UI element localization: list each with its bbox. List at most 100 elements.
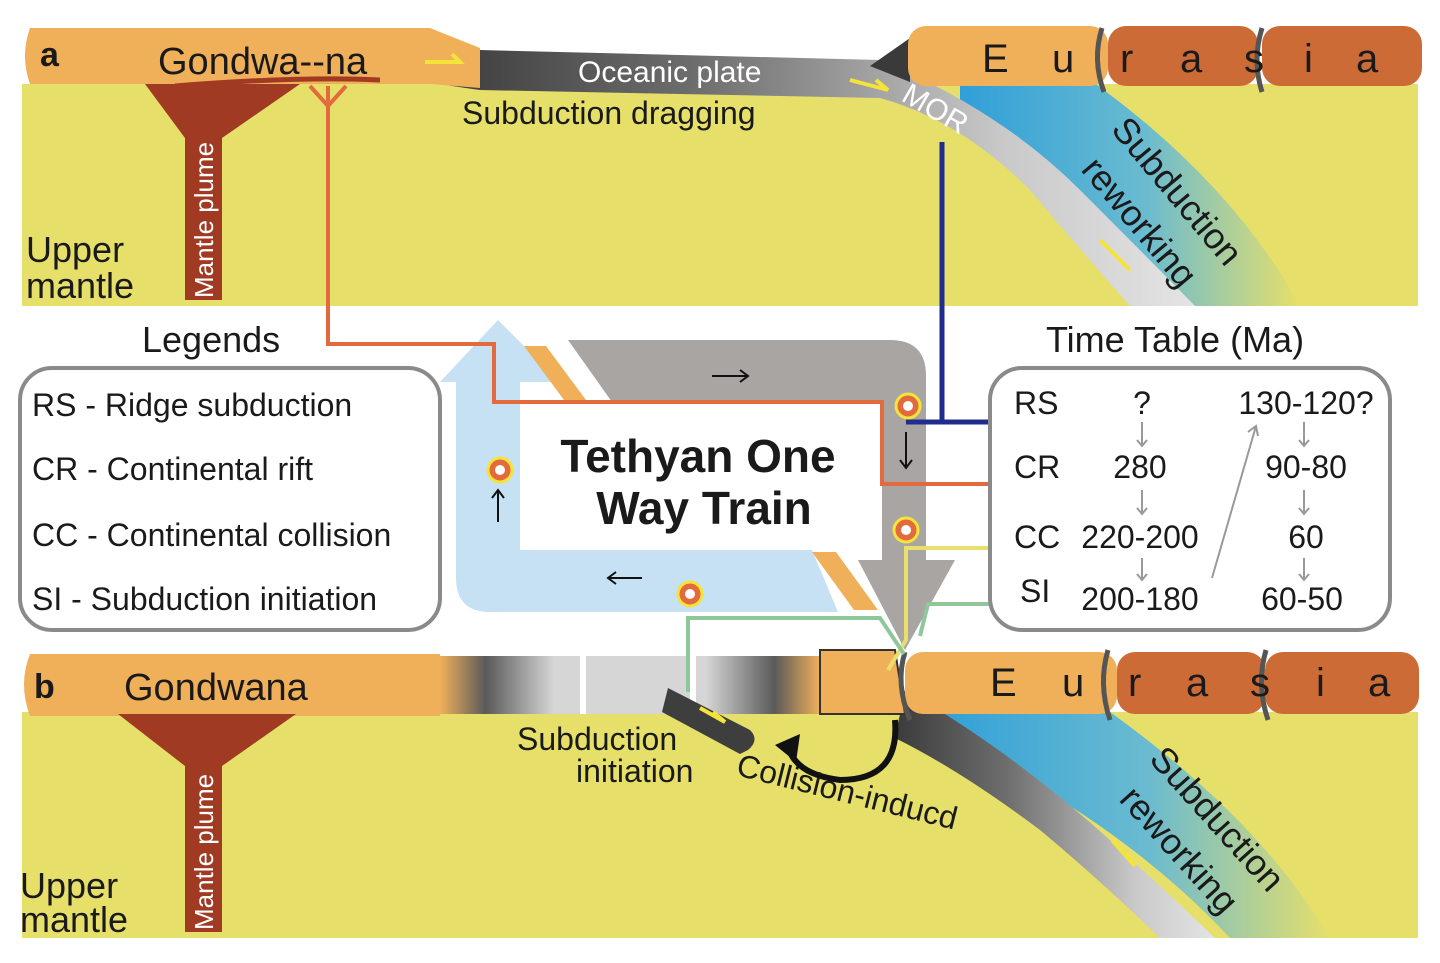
eurasia-label-a: E u r a s i a <box>982 37 1379 81</box>
legend-item: RS - Ridge subduction <box>32 387 352 423</box>
station-rs <box>894 392 922 420</box>
direction-arrow-up-icon <box>491 488 505 522</box>
suture-a1 <box>1094 27 1107 93</box>
oceanic-plate-a <box>430 30 1195 306</box>
timetable-col2: 90-80 <box>1265 449 1347 485</box>
eurasia-letter: s <box>1250 661 1270 705</box>
oceanic-plate-label: Oceanic plate <box>578 56 761 89</box>
panel-letter-b: b <box>34 668 55 706</box>
timetable-col1: 220-200 <box>1081 519 1198 555</box>
slab-wedge-a <box>960 70 1300 306</box>
arrow-down-icon <box>1298 422 1310 448</box>
mantle-plume-a <box>145 84 300 300</box>
station-cr <box>486 456 514 484</box>
timetable-col1: 280 <box>1113 449 1166 485</box>
stripe-orange-1 <box>524 346 586 400</box>
eurasia-letter: a <box>1180 37 1203 81</box>
eurasia-letter: E <box>990 661 1017 705</box>
eurasia-letter: u <box>1052 37 1074 81</box>
upper-mantle-b1: Upper <box>20 865 118 906</box>
new-slab-b <box>662 688 755 754</box>
eurasia-letter: s <box>1244 37 1264 81</box>
upper-mantle-b2: mantle <box>20 899 128 940</box>
panel-a: a Gondwa--na Oceanic plate Subduction dr… <box>22 26 1422 306</box>
eurasia-letter: i <box>1304 37 1313 81</box>
eurasia-letter: E <box>982 37 1009 81</box>
arrow-down-icon <box>1136 558 1148 582</box>
arrow-down-icon <box>1136 490 1148 516</box>
eurasia-block-a3 <box>1262 26 1422 86</box>
legend-item: SI - Subduction initiation <box>32 581 377 617</box>
timetable-title: Time Table (Ma) <box>1046 319 1304 360</box>
suture-b0 <box>898 651 913 721</box>
arrow-yellow-a1 <box>425 52 465 64</box>
timetable-col2: 60-50 <box>1261 581 1343 617</box>
timetable-arrows <box>1136 422 1310 582</box>
stripe-orange-2 <box>812 552 878 610</box>
arrow-down-icon <box>1136 422 1148 448</box>
collision-arrowhead-icon <box>775 734 800 762</box>
suture-b1 <box>1100 649 1113 721</box>
upper-mantle-a2: mantle <box>26 265 134 306</box>
timetable-code: CR <box>1014 449 1060 485</box>
panel-letter-a: a <box>40 36 60 74</box>
train-title-2: Way Train <box>596 482 812 534</box>
timetable-col1: ? <box>1133 385 1151 421</box>
rift-y-icon <box>308 84 348 109</box>
timetable-code: CC <box>1014 519 1060 555</box>
timetable-col2: 130-120? <box>1238 385 1373 421</box>
timetable-box <box>988 366 1392 632</box>
legend: Legends RS - Ridge subduction CR - Conti… <box>18 319 442 632</box>
plate-gap-b1 <box>580 656 586 714</box>
gondwana-plate-a <box>25 28 480 88</box>
suture-a2 <box>1254 27 1265 93</box>
arrow-diagonal-icon <box>1211 424 1259 579</box>
eurasia-letter: r <box>1128 661 1141 705</box>
subducting-slab-b <box>895 690 1215 938</box>
track-blue <box>440 320 838 612</box>
suture-b2 <box>1258 649 1271 721</box>
colliding-block-b <box>819 649 907 715</box>
eurasia-letter: i <box>1316 661 1325 705</box>
arrow-yellow-a2 <box>849 78 890 92</box>
mantle-plume-b <box>118 714 296 932</box>
eurasia-block-b2 <box>1117 652 1265 714</box>
eurasia-block-b3 <box>1265 652 1419 714</box>
slab-wedge-b <box>930 700 1330 938</box>
arrow-yellow-a3 <box>1098 238 1132 272</box>
eurasia-wedge-a <box>870 38 910 82</box>
station-si <box>676 580 704 608</box>
rift-a <box>174 76 381 89</box>
gondwana-label-a: Gondwa--na <box>158 41 368 83</box>
timetable-col1: 200-180 <box>1081 581 1198 617</box>
gondwana-plate-b <box>24 654 440 716</box>
legend-title: Legends <box>142 319 280 360</box>
eurasia-letter: a <box>1186 661 1209 705</box>
oceanic-segment-b <box>440 656 820 714</box>
mantle-plume-label-a: Mantle plume <box>189 142 219 298</box>
line-cr-orange <box>326 86 1044 486</box>
direction-arrow-down-icon <box>899 432 913 470</box>
arrow-down-icon <box>1298 490 1310 516</box>
timetable-code: RS <box>1014 385 1058 421</box>
timetable-code: SI <box>1020 573 1050 609</box>
arrow-yellow-b1 <box>699 706 727 724</box>
subduction-initiation-b2: initiation <box>576 753 693 789</box>
legend-box <box>18 366 442 632</box>
train-title-1: Tethyan One <box>560 430 835 482</box>
eurasia-letter: u <box>1062 661 1084 705</box>
arrow-yellow-b2 <box>1110 838 1137 868</box>
line-cc-yellow <box>886 546 1046 672</box>
gondwana-label-b: Gondwana <box>124 667 309 709</box>
upper-mantle-a1: Upper <box>26 229 124 270</box>
arrow-down-icon <box>1298 558 1310 582</box>
subduction-initiation-b1: Subduction <box>517 721 677 757</box>
eurasia-block-b1 <box>905 652 1117 714</box>
eurasia-letter: a <box>1356 37 1379 81</box>
eurasia-block-a1 <box>908 26 1108 86</box>
eurasia-label-b: E u r a s i a <box>990 661 1391 705</box>
mantle-plume-label-b: Mantle plume <box>189 774 219 930</box>
subduction-dragging-label: Subduction dragging <box>462 95 756 131</box>
